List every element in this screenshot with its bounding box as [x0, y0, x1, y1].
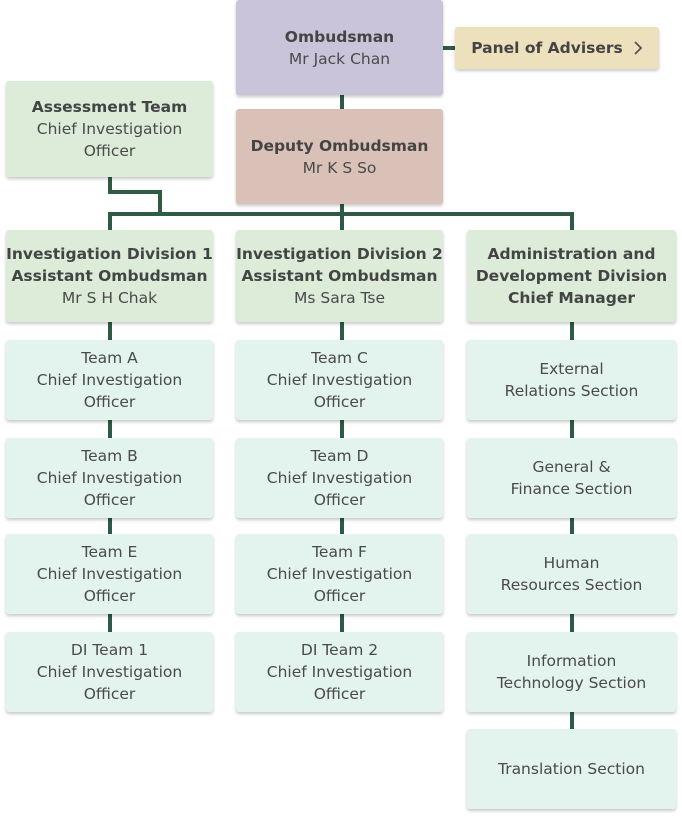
- deputy-ombudsman-name: Mr K S So: [302, 158, 377, 177]
- connector-div2-drop: [340, 212, 344, 230]
- team-name: Team D: [310, 447, 369, 465]
- section-box: General & Finance Section: [467, 438, 676, 518]
- team-role-2: Officer: [313, 587, 366, 605]
- panel-of-advisers-label: Panel of Advisers: [471, 39, 623, 57]
- team-role-2: Officer: [83, 393, 136, 411]
- connector-assessment-v2: [158, 190, 162, 214]
- section-line-1: Translation Section: [498, 760, 645, 778]
- team-name: DI Team 2: [300, 641, 379, 659]
- section-line-1: External: [539, 360, 604, 378]
- section-line-2: Resources Section: [500, 576, 643, 594]
- team-name: DI Team 1: [70, 641, 149, 659]
- division-3-box: Administration and Development Division …: [467, 230, 676, 322]
- section-box: Translation Section: [467, 729, 676, 809]
- ombudsman-name: Mr Jack Chan: [288, 49, 391, 68]
- division-1-line-3: Mr S H Chak: [61, 289, 158, 307]
- assessment-team-role-2: Officer: [83, 142, 136, 160]
- division-1-box: Investigation Division 1 Assistant Ombud…: [6, 230, 213, 322]
- team-role-1: Chief Investigation: [36, 565, 183, 583]
- team-name: Team B: [81, 447, 138, 465]
- chevron-right-icon: [633, 41, 643, 55]
- team-role-1: Chief Investigation: [36, 371, 183, 389]
- division-3-line-2: Development Division: [475, 267, 668, 285]
- team-box: DI Team 1 Chief Investigation Officer: [6, 632, 213, 712]
- connector-assessment-v: [108, 177, 112, 192]
- ombudsman-box: Ombudsman Mr Jack Chan: [236, 0, 443, 95]
- team-role-2: Officer: [83, 685, 136, 703]
- division-1-line-1: Investigation Division 1: [6, 245, 213, 263]
- panel-of-advisers-box[interactable]: Panel of Advisers: [455, 27, 659, 69]
- team-box: DI Team 2 Chief Investigation Officer: [236, 632, 443, 712]
- section-line-1: Information: [526, 652, 617, 670]
- section-line-1: General &: [532, 458, 611, 476]
- team-role-1: Chief Investigation: [266, 371, 413, 389]
- team-role-1: Chief Investigation: [36, 469, 183, 487]
- division-3-line-1: Administration and: [487, 245, 656, 263]
- division-1-line-2: Assistant Ombudsman: [11, 267, 208, 285]
- connector-ombudsman-panel: [443, 46, 455, 50]
- team-role-2: Officer: [313, 491, 366, 509]
- team-role-2: Officer: [313, 685, 366, 703]
- connector-col3-spine: [570, 320, 574, 736]
- division-2-line-2: Assistant Ombudsman: [241, 267, 438, 285]
- team-name: Team E: [81, 543, 138, 561]
- section-box: External Relations Section: [467, 340, 676, 420]
- team-role-2: Officer: [313, 393, 366, 411]
- section-line-2: Relations Section: [504, 382, 639, 400]
- team-box: Team A Chief Investigation Officer: [6, 340, 213, 420]
- team-box: Team F Chief Investigation Officer: [236, 534, 443, 614]
- team-box: Team E Chief Investigation Officer: [6, 534, 213, 614]
- connector-assessment-h: [108, 190, 162, 194]
- team-box: Team B Chief Investigation Officer: [6, 438, 213, 518]
- connector-ombudsman-deputy: [340, 95, 344, 109]
- connector-div3-drop: [570, 212, 574, 230]
- team-name: Team A: [81, 349, 138, 367]
- team-box: Team C Chief Investigation Officer: [236, 340, 443, 420]
- team-role-1: Chief Investigation: [266, 565, 413, 583]
- team-role-1: Chief Investigation: [36, 663, 183, 681]
- team-role-1: Chief Investigation: [266, 469, 413, 487]
- team-name: Team C: [311, 349, 368, 367]
- division-2-line-3: Ms Sara Tse: [293, 289, 386, 307]
- deputy-ombudsman-title: Deputy Ombudsman: [250, 136, 429, 155]
- section-box: Human Resources Section: [467, 534, 676, 614]
- team-role-2: Officer: [83, 491, 136, 509]
- section-line-1: Human: [543, 554, 600, 572]
- assessment-team-box: Assessment Team Chief Investigation Offi…: [6, 81, 213, 177]
- assessment-team-role-1: Chief Investigation: [36, 120, 183, 138]
- assessment-team-title: Assessment Team: [31, 98, 188, 116]
- team-name: Team F: [312, 543, 367, 561]
- team-box: Team D Chief Investigation Officer: [236, 438, 443, 518]
- deputy-ombudsman-box: Deputy Ombudsman Mr K S So: [236, 109, 443, 204]
- division-2-line-1: Investigation Division 2: [236, 245, 443, 263]
- team-role-2: Officer: [83, 587, 136, 605]
- ombudsman-title: Ombudsman: [284, 27, 395, 46]
- division-2-box: Investigation Division 2 Assistant Ombud…: [236, 230, 443, 322]
- section-line-2: Technology Section: [496, 674, 647, 692]
- section-box: Information Technology Section: [467, 632, 676, 712]
- team-role-1: Chief Investigation: [266, 663, 413, 681]
- division-3-line-3: Chief Manager: [507, 289, 635, 307]
- connector-div1-drop: [108, 212, 112, 230]
- connector-deputy-bus: [340, 204, 344, 216]
- section-line-2: Finance Section: [510, 480, 633, 498]
